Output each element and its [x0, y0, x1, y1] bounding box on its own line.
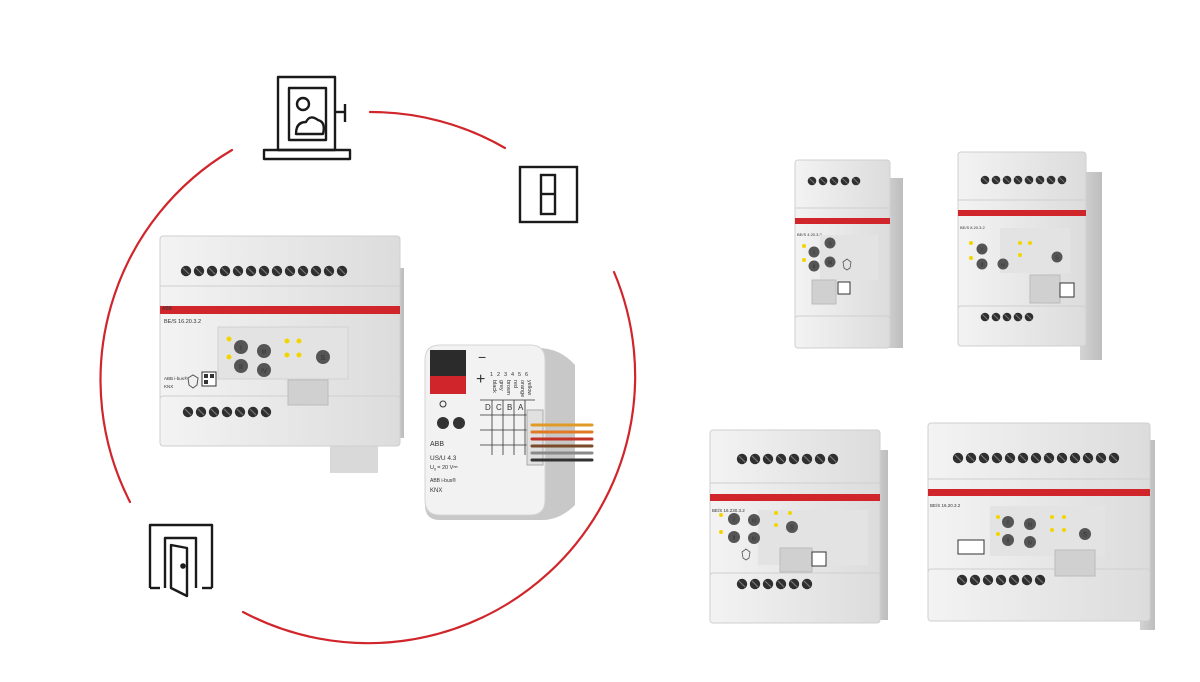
- wiring-diagram: [480, 399, 535, 455]
- led-output-2: [453, 417, 465, 429]
- plus-sign: +: [476, 371, 485, 388]
- svg-text:I: I: [813, 251, 815, 257]
- svg-text:S: S: [828, 242, 832, 248]
- svg-text:red: red: [512, 380, 518, 388]
- svg-text:III: III: [261, 350, 266, 356]
- svg-text:black: black: [491, 380, 497, 393]
- brand-stripe: [160, 306, 400, 314]
- svg-text:D: D: [485, 403, 491, 412]
- product-be-s-16-230: BE/S 16.230.3.2 I II III IV S: [709, 429, 888, 624]
- svg-text:M: M: [828, 261, 832, 267]
- window-icon: [262, 75, 352, 161]
- svg-text:5: 5: [518, 372, 521, 378]
- svg-text:I: I: [733, 518, 735, 524]
- svg-text:III: III: [752, 519, 756, 525]
- p1-button-1[interactable]: I: [808, 246, 820, 258]
- colored-wires: [530, 423, 594, 462]
- p1-button-s[interactable]: S: [824, 237, 836, 249]
- svg-text:II: II: [981, 263, 984, 269]
- svg-text:3: 3: [504, 372, 507, 378]
- svg-text:grey: grey: [498, 380, 504, 391]
- channel-button-1[interactable]: I: [234, 340, 248, 354]
- svg-text:1: 1: [490, 372, 493, 378]
- svg-text:BE/S 4.20.3.2: BE/S 4.20.3.2: [797, 232, 822, 237]
- svg-text:B: B: [507, 403, 512, 412]
- p3-button-s[interactable]: S: [786, 521, 798, 533]
- p3-button-3[interactable]: III: [748, 514, 760, 526]
- light-switch-icon: [518, 165, 579, 224]
- svg-text:S: S: [790, 526, 794, 532]
- svg-text:IV: IV: [1001, 263, 1005, 268]
- universal-interface: − + black grey brown red orange yellow 1…: [424, 344, 594, 520]
- interface-knx-label: KNX: [430, 488, 442, 494]
- channel-button-2[interactable]: II: [234, 359, 248, 373]
- minus-sign: −: [478, 349, 486, 365]
- wire-color-legend: black grey brown red orange yellow 1 2 3…: [490, 372, 532, 397]
- svg-text:4: 4: [511, 372, 514, 378]
- label-window: [287, 379, 329, 406]
- svg-text:S: S: [1055, 256, 1059, 262]
- shield-icon: [187, 374, 199, 389]
- p4-button-2[interactable]: II: [1002, 534, 1014, 546]
- sun-icon: [439, 400, 447, 408]
- svg-text:yellow: yellow: [526, 380, 532, 395]
- svg-text:III: III: [1028, 523, 1032, 529]
- channel-button-4[interactable]: IV: [257, 363, 271, 377]
- brand-logo: ABB: [162, 306, 173, 312]
- svg-text:I: I: [981, 248, 983, 254]
- svg-text:BE/S 8.20.3.2: BE/S 8.20.3.2: [960, 225, 985, 230]
- p2-button-s[interactable]: S: [1051, 251, 1063, 263]
- p3-button-1[interactable]: I: [728, 513, 740, 525]
- door-icon: [148, 523, 214, 598]
- svg-text:2: 2: [497, 372, 500, 378]
- p1-button-2[interactable]: II: [808, 260, 820, 272]
- svg-text:I: I: [240, 345, 242, 352]
- p2-button-1[interactable]: I: [976, 243, 988, 255]
- p4-button-1[interactable]: I: [1002, 516, 1014, 528]
- svg-text:II: II: [239, 364, 243, 371]
- svg-text:IV: IV: [752, 537, 757, 543]
- product-be-s-16-20: BE/S 16.20.3.2 I II III IV S: [927, 422, 1155, 630]
- interface-model: US/U 4.3: [430, 455, 457, 462]
- svg-text:S: S: [321, 355, 326, 362]
- svg-text:IV: IV: [261, 369, 267, 375]
- svg-text:IV: IV: [1028, 541, 1033, 547]
- svg-text:II: II: [732, 536, 736, 542]
- svg-text:II: II: [1006, 539, 1010, 545]
- svg-text:I: I: [1007, 521, 1009, 527]
- svg-text:S: S: [1083, 533, 1087, 539]
- svg-text:BE/S 16.20.3.2: BE/S 16.20.3.2: [930, 503, 961, 508]
- terminal-labels: D C B A: [485, 403, 524, 412]
- select-button[interactable]: S: [316, 350, 330, 364]
- p3-button-2[interactable]: II: [728, 531, 740, 543]
- interface-bus-label: ABB i-bus®: [430, 477, 456, 484]
- p4-button-s[interactable]: S: [1079, 528, 1091, 540]
- knx-label: KNX: [164, 384, 173, 389]
- product-be-s-8: BE/S 8.20.3.2 I II IV S: [957, 151, 1102, 360]
- svg-text:6: 6: [525, 372, 528, 378]
- p4-button-4[interactable]: IV: [1024, 536, 1036, 548]
- p2-button-4[interactable]: IV: [997, 258, 1009, 270]
- led-output-1: [437, 417, 449, 429]
- p2-button-2[interactable]: II: [976, 258, 988, 270]
- svg-text:II: II: [813, 265, 816, 271]
- bus-label: ABB i-bus®: [164, 375, 188, 381]
- svg-text:A: A: [518, 403, 524, 412]
- svg-text:C: C: [496, 403, 502, 412]
- p3-button-4[interactable]: IV: [748, 532, 760, 544]
- panel-leds: [226, 336, 302, 360]
- svg-text:brown: brown: [505, 380, 511, 395]
- interface-brand: ABB: [430, 441, 444, 448]
- interface-voltage-symbol: U0= 20 V⎓: [430, 465, 458, 472]
- channel-button-3[interactable]: III: [257, 344, 271, 358]
- svg-text:orange: orange: [519, 380, 525, 397]
- product-be-s-4: BE/S 4.20.3.2 I II S M: [794, 159, 903, 349]
- system-ring: [99, 110, 637, 645]
- main-actuator: ABB BE/S 16.20.3.2 I II III IV: [159, 235, 404, 473]
- p4-button-3[interactable]: III: [1024, 518, 1036, 530]
- svg-text:BE/S 16.230.3.2: BE/S 16.230.3.2: [712, 508, 745, 513]
- p1-button-m[interactable]: M: [824, 256, 836, 268]
- model-label: BE/S 16.20.3.2: [164, 319, 201, 325]
